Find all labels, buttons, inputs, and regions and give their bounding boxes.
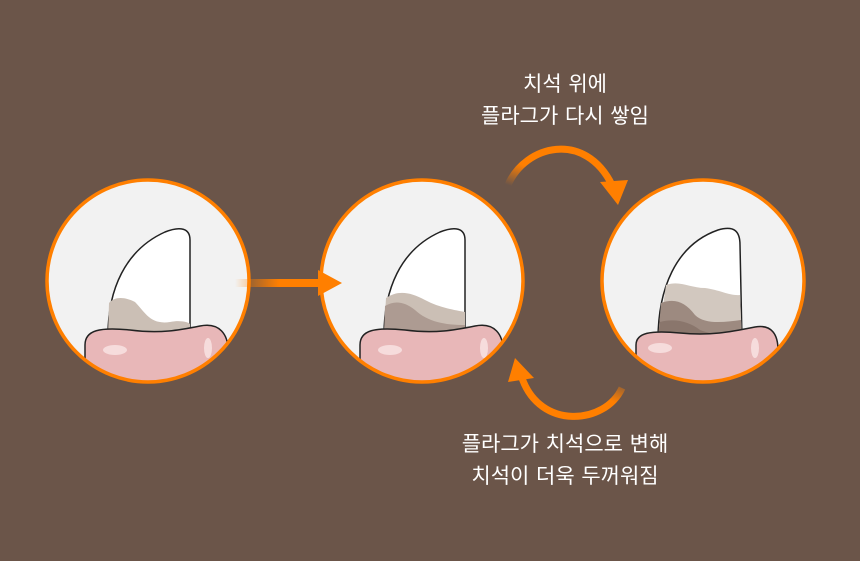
top-caption-line2: 플라그가 다시 쌓임 xyxy=(481,104,649,128)
top-caption-line1: 치석 위에 xyxy=(523,72,607,96)
bottom-caption: 플라그가 치석으로 변해 치석이 더욱 두꺼워짐 xyxy=(415,428,715,492)
top-caption: 치석 위에 플라그가 다시 쌓임 xyxy=(415,68,715,132)
stage-3-thick-tartar xyxy=(600,178,806,384)
arrow-arc-top xyxy=(504,145,628,205)
bottom-caption-line2: 치석이 더욱 두꺼워짐 xyxy=(471,464,659,488)
bottom-caption-line1: 플라그가 치석으로 변해 xyxy=(461,432,669,456)
arrow-right xyxy=(235,270,342,296)
stage-2-tartar xyxy=(319,178,525,384)
tartar-layer xyxy=(384,302,465,335)
stage-1-plaque xyxy=(45,178,251,384)
plaque-layer xyxy=(108,298,190,335)
arrow-arc-bottom xyxy=(508,358,626,420)
